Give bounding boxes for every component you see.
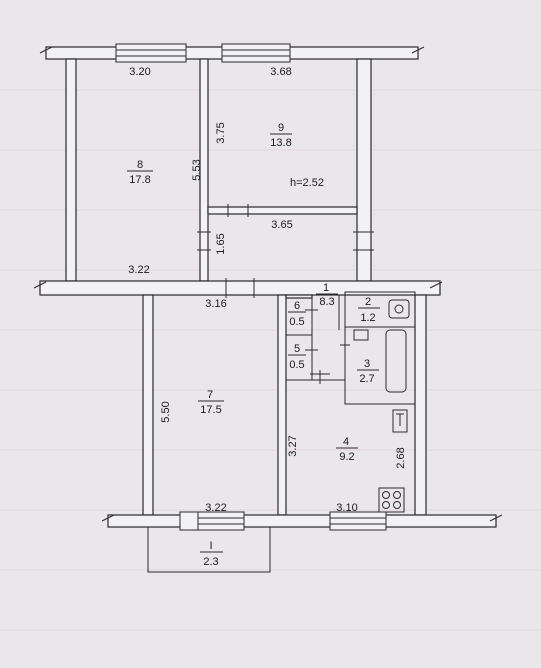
- room-6-area: 0.5: [289, 316, 304, 328]
- ceiling-height: h=2.52: [290, 177, 324, 189]
- balcony-area: 2.3: [203, 556, 218, 568]
- dim-kitchen-right-depth: 2.68: [395, 447, 407, 468]
- room-8-area: 17.8: [129, 174, 150, 186]
- room-3-area: 2.7: [359, 373, 374, 385]
- left-wall-lower: [142, 294, 154, 516]
- dim-room7-bottom-width: 3.22: [205, 502, 226, 514]
- room-1-number: 1: [323, 282, 329, 294]
- dim-room9-depth: 3.75: [215, 122, 227, 143]
- bottom-exterior-wall: [107, 514, 497, 528]
- fixtures: [353, 299, 410, 513]
- middle-wall: [39, 280, 441, 296]
- bathroom-block: [344, 291, 416, 405]
- room-9-area: 13.8: [270, 137, 291, 149]
- room-labels: 9 13.8 h=2.52 8 17.8 1 8.3 6 0.5 5 0.5 2…: [127, 122, 380, 568]
- right-wall-lower: [414, 294, 427, 516]
- wc-sink-icon: [388, 299, 410, 319]
- dim-room8-depth: 5.53: [191, 159, 203, 180]
- room-5-number: 5: [294, 343, 300, 355]
- dim-room7-depth: 5.50: [160, 401, 172, 422]
- room-9-number: 9: [278, 122, 284, 134]
- room-3-number: 3: [364, 358, 370, 370]
- windows: [115, 43, 387, 531]
- room-8-number: 8: [137, 159, 143, 171]
- room-4-area: 9.2: [339, 451, 354, 463]
- room-5-area: 0.5: [289, 359, 304, 371]
- room-7-number: 7: [207, 389, 213, 401]
- room-2-number: 2: [365, 296, 371, 308]
- corner-ticks: [33, 46, 503, 522]
- dim-room7-top-width: 3.16: [205, 298, 226, 310]
- dim-room8-bottom-width: 3.22: [128, 264, 149, 276]
- stove-icon: [378, 487, 405, 513]
- right-wall-upper: [356, 58, 372, 282]
- dim-corridor-width: 3.65: [271, 219, 292, 231]
- window-room-8: [115, 43, 187, 63]
- partition-9-corridor: [207, 206, 358, 215]
- closet-top: [285, 294, 313, 299]
- dimension-labels: 3.20 3.68 3.75 5.53 3.65 1.65 3.22 3.16 …: [128, 66, 407, 514]
- left-wall-upper: [65, 58, 77, 282]
- window-room-7: [197, 511, 245, 531]
- window-room-9: [221, 43, 291, 63]
- dim-kitchen-width: 3.10: [336, 502, 357, 514]
- dim-kitchen-left-depth: 3.27: [287, 435, 299, 456]
- doors: [197, 204, 374, 384]
- partition-7-4: [277, 294, 287, 516]
- balcony-number: I: [209, 540, 212, 552]
- room-6-number: 6: [294, 300, 300, 312]
- bathtub-icon: [385, 329, 407, 393]
- balcony-outline: [147, 527, 271, 573]
- window-kitchen: [329, 511, 387, 531]
- dim-room8-width: 3.20: [129, 66, 150, 78]
- dim-corridor-depth: 1.65: [215, 233, 227, 254]
- walls: [39, 46, 497, 528]
- room-4-number: 4: [343, 436, 349, 448]
- room-1-area: 8.3: [319, 296, 334, 308]
- room-2-area: 1.2: [360, 312, 375, 324]
- dim-room9-width: 3.68: [270, 66, 291, 78]
- room-7-area: 17.5: [200, 404, 221, 416]
- balcony-door: [179, 511, 199, 531]
- kitchen-sink-icon: [392, 409, 408, 433]
- bath-sink-icon: [353, 329, 369, 341]
